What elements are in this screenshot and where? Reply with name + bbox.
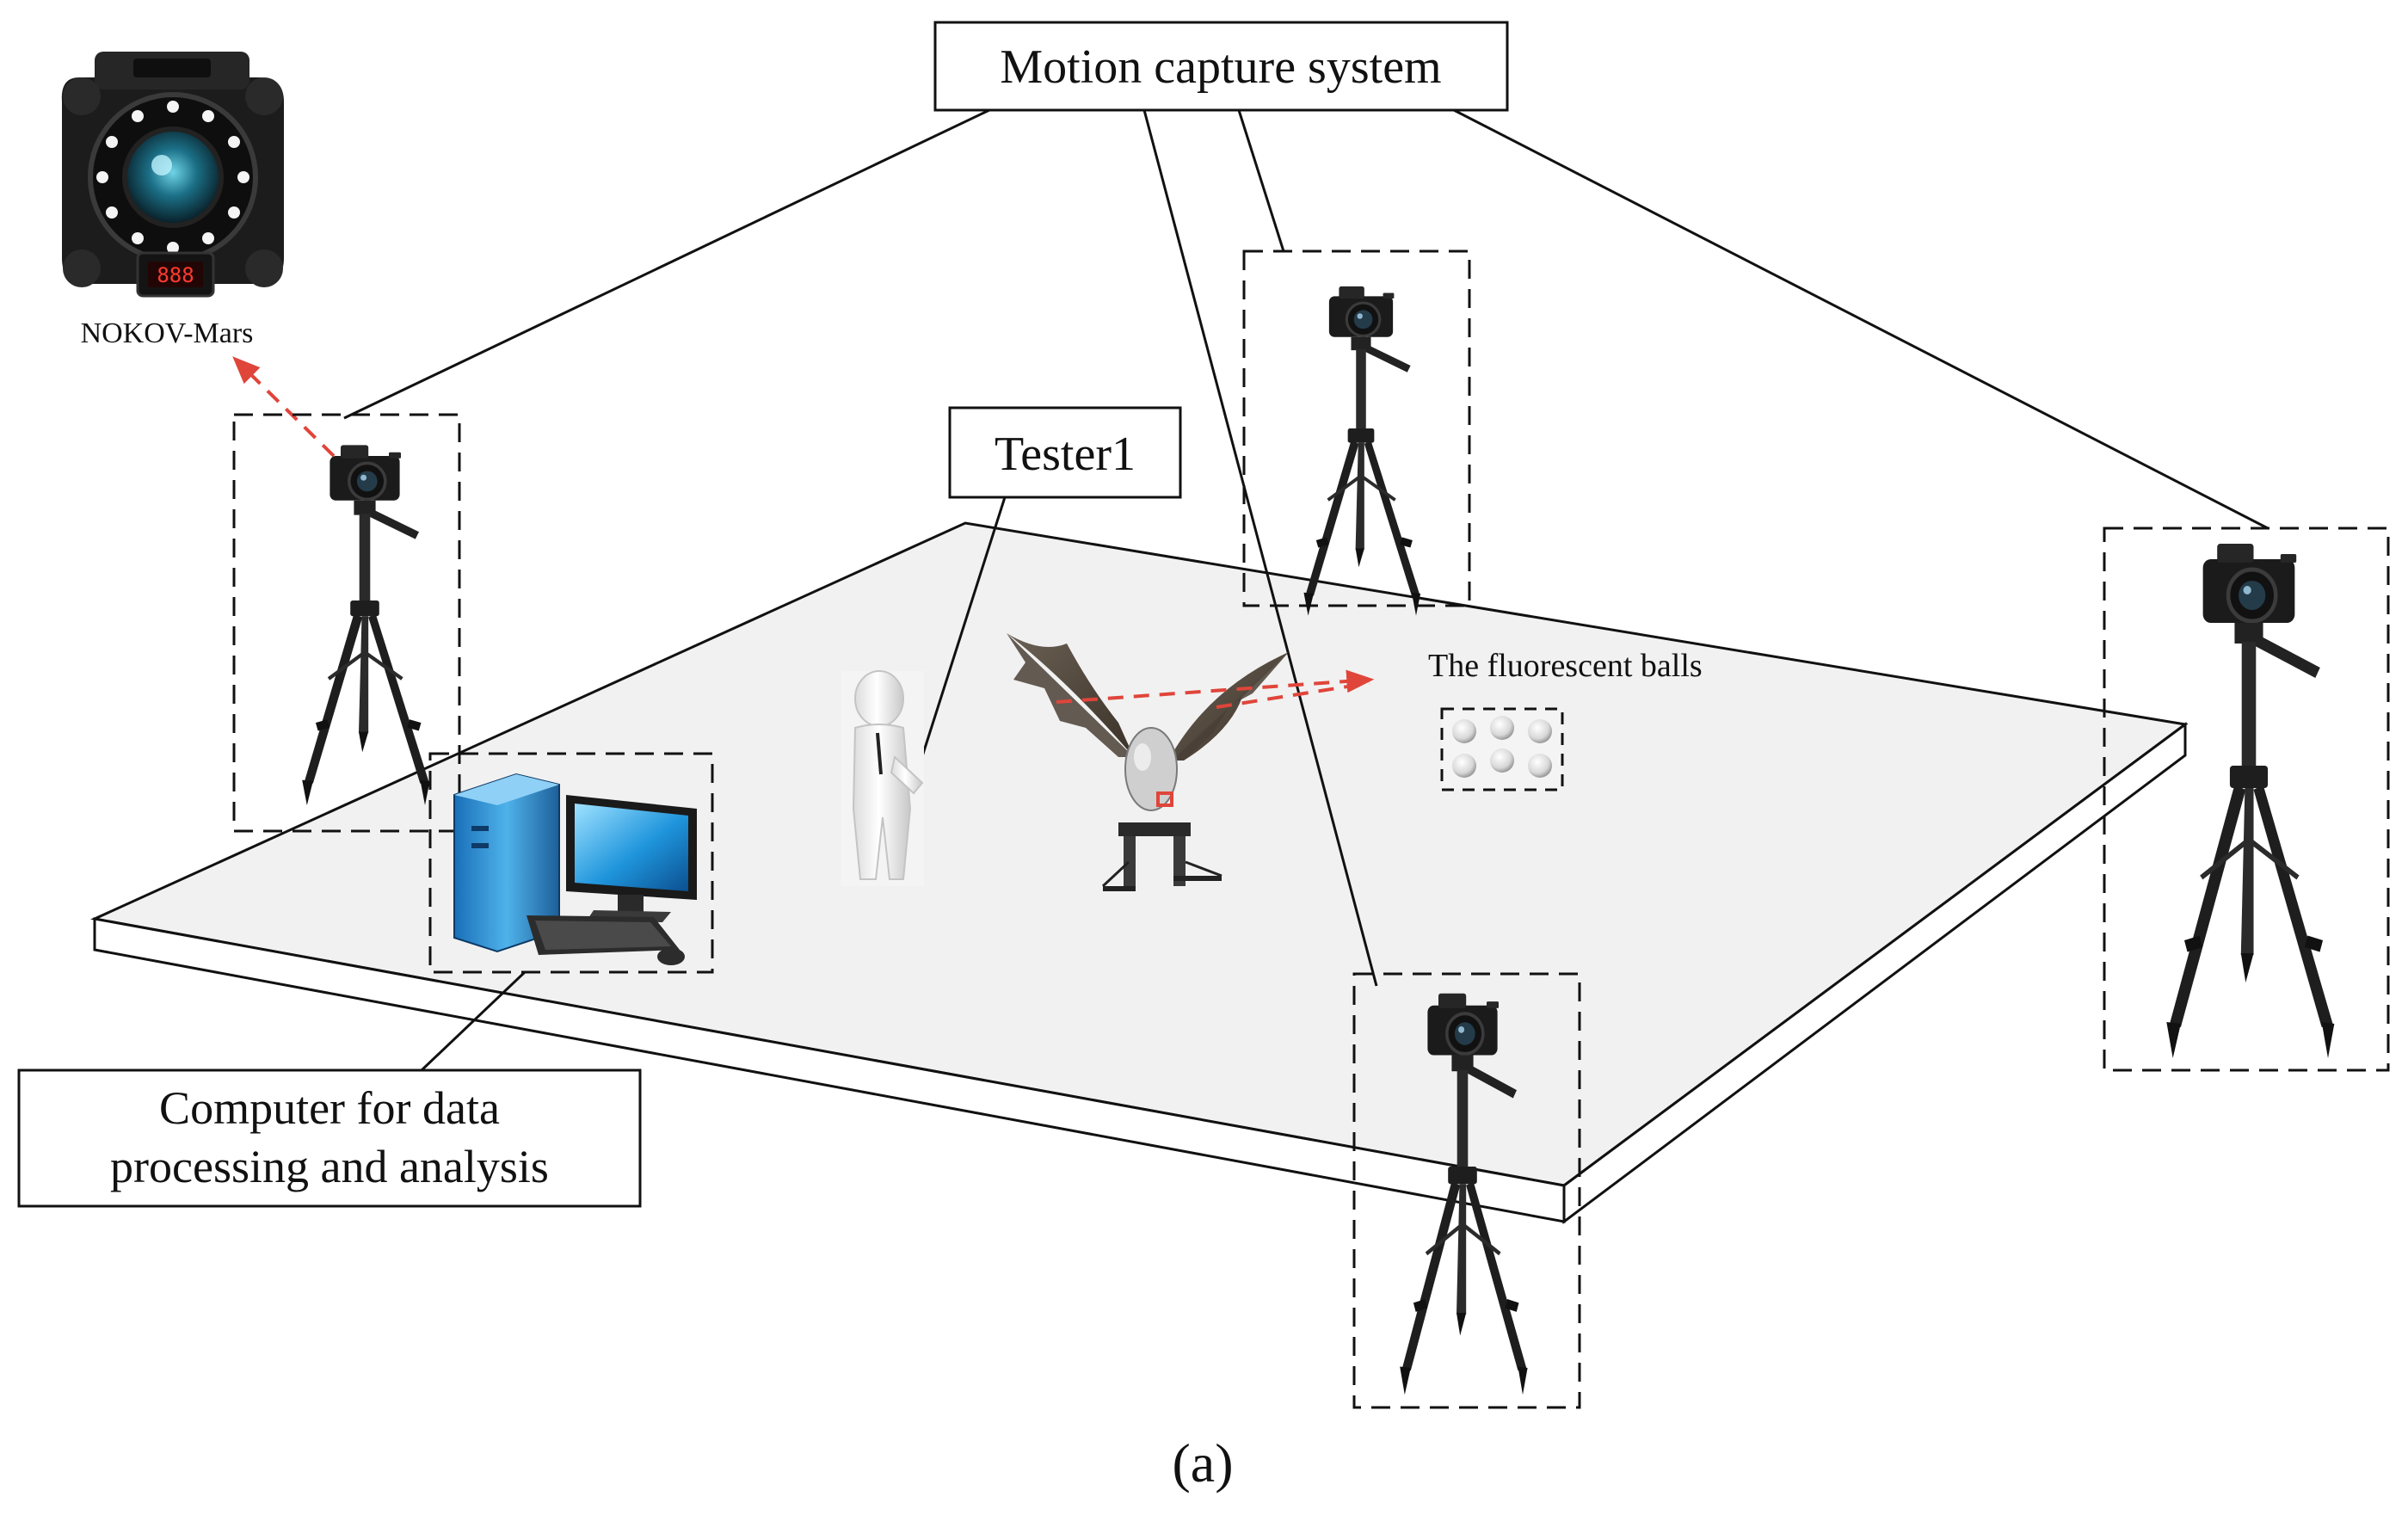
subfigure-label: (a)	[1172, 1432, 1233, 1493]
computer-label-box: Computer for data processing and analysi…	[17, 1069, 642, 1208]
nokov-mars-camera-icon: 888	[61, 52, 285, 298]
computer-connector	[420, 970, 527, 1072]
fluorescent-balls-icon	[1440, 707, 1564, 791]
fluorescent-arrows	[1056, 669, 1375, 709]
tester-label: Tester1	[995, 428, 1136, 481]
test-platform	[90, 521, 2189, 1225]
tripod-camera-right	[2103, 527, 2390, 1072]
fluorescent-balls-label: The fluorescent balls	[1428, 648, 1703, 684]
motion-capture-label: Motion capture system	[1000, 40, 1441, 94]
tester-connector	[915, 496, 1007, 773]
computer-label-line2: processing and analysis	[110, 1141, 549, 1192]
motion-capture-connectors	[343, 108, 2269, 987]
computer-label-line1: Computer for data	[159, 1082, 500, 1134]
camera-model-label: NOKOV-Mars	[81, 317, 254, 349]
camera-display-readout: 888	[157, 263, 194, 287]
tester-figure	[841, 670, 924, 886]
tripod-camera-back	[1242, 249, 1471, 618]
camera-detail-arrow	[232, 356, 336, 458]
computer-icon	[428, 752, 714, 974]
tester-label-box: Tester1	[948, 406, 1182, 499]
motion-capture-label-box: Motion capture system	[933, 21, 1509, 112]
tripod-camera-front	[1352, 972, 1581, 1409]
